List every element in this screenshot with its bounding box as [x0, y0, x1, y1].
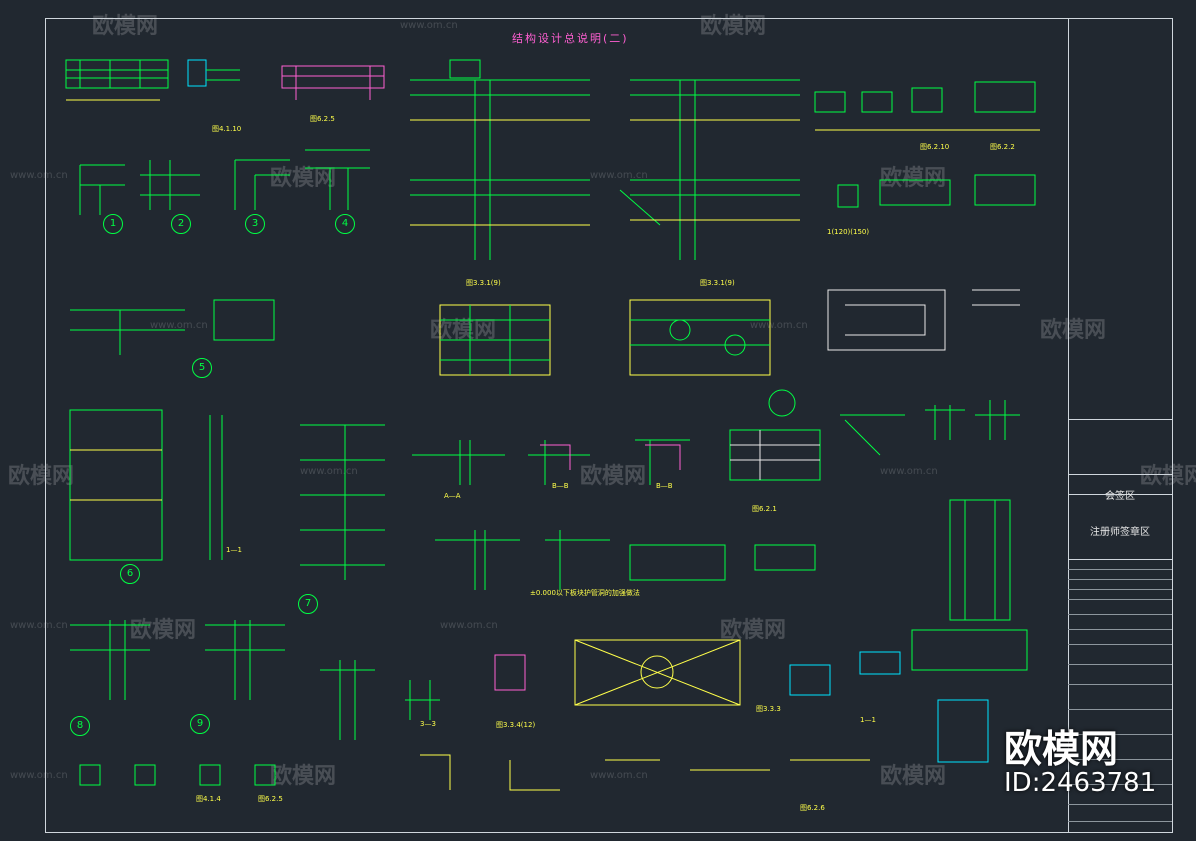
engineer-seal-label: 注册师签章区 — [1090, 527, 1150, 538]
detail-caption: B—B — [552, 482, 569, 490]
detail-marker: 7 — [298, 594, 318, 614]
detail-caption: 图3.3.3 — [756, 705, 781, 713]
detail-caption: 图6.2.2 — [990, 143, 1015, 151]
revision-table — [1068, 559, 1172, 832]
watermark-url: www.om.cn — [300, 466, 358, 477]
detail-caption: 图3.3.1(9) — [700, 279, 735, 287]
detail-marker: 8 — [70, 716, 90, 736]
watermark-url: www.om.cn — [400, 20, 458, 31]
watermark: 欧模网 — [580, 464, 647, 489]
brand-watermark: 欧模网 — [1004, 727, 1119, 771]
detail-caption: 图6.2.5 — [310, 115, 335, 123]
detail-caption: 1—1 — [860, 716, 876, 724]
watermark-url: www.om.cn — [10, 770, 68, 781]
watermark: 欧模网 — [430, 318, 497, 343]
watermark-url: www.om.cn — [150, 320, 208, 331]
detail-caption: 3—3 — [420, 720, 436, 728]
watermark-url: www.om.cn — [750, 320, 808, 331]
detail-marker: 1 — [103, 214, 123, 234]
sign-off-label: 会签区 — [1105, 491, 1135, 502]
watermark: 欧模网 — [1040, 318, 1107, 343]
detail-caption: A—A — [444, 492, 461, 500]
detail-marker: 5 — [192, 358, 212, 378]
detail-caption: 图4.1.4 — [196, 795, 221, 803]
watermark: 欧模网 — [270, 764, 337, 789]
detail-marker: 2 — [171, 214, 191, 234]
watermark: 欧模网 — [720, 618, 787, 643]
watermark-url: www.om.cn — [880, 466, 938, 477]
detail-caption: 图6.2.1 — [752, 505, 777, 513]
watermark-url: www.om.cn — [590, 170, 648, 181]
detail-caption: 图3.3.4(12) — [496, 721, 536, 729]
drawing-sheet: 会签区 注册师签章区 — [45, 18, 1173, 833]
detail-caption: ±0.000以下板块护管洞的加强做法 — [530, 589, 640, 597]
asset-id: ID:2463781 — [1004, 768, 1157, 798]
detail-caption: 1—1 — [226, 546, 242, 554]
detail-caption: 图4.1.10 — [212, 125, 242, 133]
detail-caption: B—B — [656, 482, 673, 490]
detail-caption: 1(120)(150) — [827, 228, 870, 236]
detail-marker: 3 — [245, 214, 265, 234]
detail-marker: 9 — [190, 714, 210, 734]
watermark-url: www.om.cn — [590, 770, 648, 781]
watermark-url: www.om.cn — [10, 620, 68, 631]
watermark-url: www.om.cn — [440, 620, 498, 631]
watermark: 欧模网 — [270, 166, 337, 191]
drawing-area — [46, 19, 1069, 832]
watermark: 欧模网 — [130, 618, 197, 643]
watermark-url: www.om.cn — [10, 170, 68, 181]
watermark: 欧模网 — [880, 764, 947, 789]
drawing-title: 结构设计总说明(二) — [512, 32, 629, 45]
detail-caption: 图6.2.6 — [800, 804, 825, 812]
detail-marker: 6 — [120, 564, 140, 584]
detail-marker: 4 — [335, 214, 355, 234]
detail-caption: 图6.2.5 — [258, 795, 283, 803]
detail-caption: 图3.3.1(9) — [466, 279, 501, 287]
detail-caption: 图6.2.10 — [920, 143, 950, 151]
title-block: 会签区 注册师签章区 — [1068, 19, 1172, 832]
watermark: 欧模网 — [8, 464, 75, 489]
watermark: 欧模网 — [880, 166, 947, 191]
watermark: 欧模网 — [1140, 464, 1196, 489]
